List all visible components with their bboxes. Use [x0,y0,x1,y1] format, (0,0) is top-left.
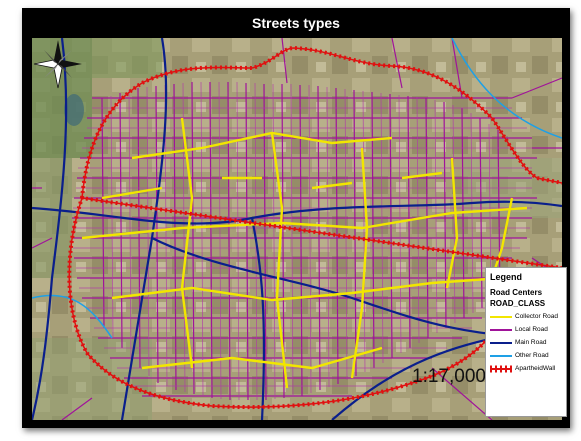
legend-line-swatch [490,341,512,344]
farmland-area [92,38,162,78]
local-roads-minor [72,81,532,401]
farmland-area [32,38,92,158]
legend-group-title: Road Centers [490,288,543,297]
map-frame: Streets types [22,8,570,428]
scale-text: 1:17,000 [412,366,486,387]
legend-item: ApartheidWall [490,362,562,375]
legend-line-swatch [490,315,512,318]
farmland-area [32,338,152,420]
collector-roads [81,117,528,389]
legend-item-label: Main Road [515,339,547,346]
north-arrow-icon [33,40,82,89]
farmland-area [32,158,72,278]
legend-item-label: Collector Road [515,313,558,320]
legend-wall-swatch [490,365,512,372]
other-roads [32,38,562,339]
map-svg [32,38,562,420]
legend-line-swatch [490,354,512,357]
legend-item-label: Local Road [515,326,548,333]
legend-item: Local Road [490,323,562,336]
legend-title: Legend [490,272,523,282]
legend-item: Other Road [490,349,562,362]
legend-field-name: ROAD_CLASS [490,299,546,308]
legend-item: Main Road [490,336,562,349]
legend-item: Collector Road [490,310,562,323]
legend-item-label: Other Road [515,352,549,359]
legend-line-swatch [490,328,512,331]
map-title: Streets types [252,15,340,31]
map-canvas[interactable]: 1:17,000 [32,38,562,420]
legend-panel: Legend Road Centers ROAD_CLASS Collector… [485,267,567,417]
pond [64,94,84,126]
legend-item-label: ApartheidWall [515,365,556,372]
